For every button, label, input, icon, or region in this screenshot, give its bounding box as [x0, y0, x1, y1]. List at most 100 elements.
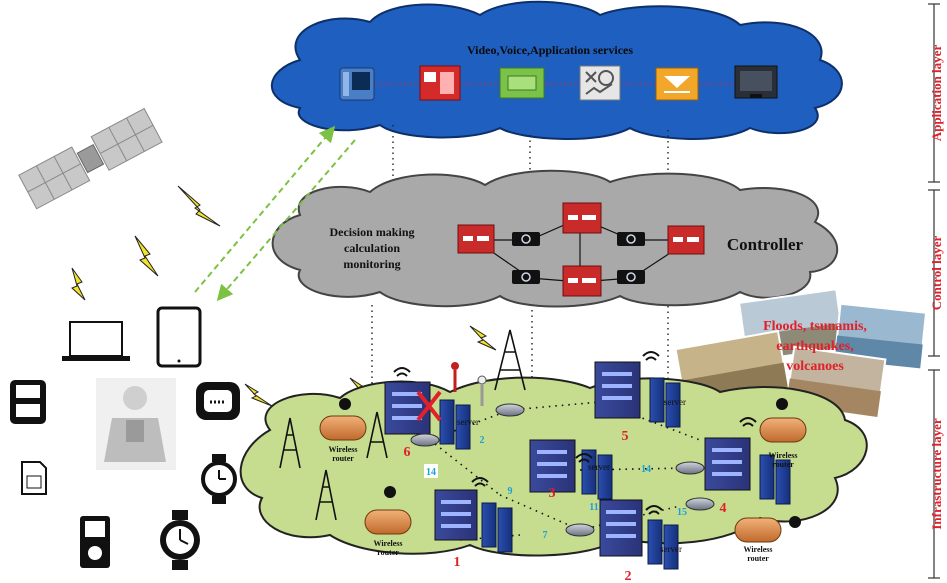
link-number-8: 9 [508, 486, 513, 497]
sim-card-icon [21, 461, 47, 495]
wrist-watch-icon [160, 510, 200, 570]
link-number-11: 14 [641, 464, 651, 475]
server-racks [439, 377, 791, 570]
controller-server-3 [667, 225, 705, 255]
region-number-5: 5 [622, 429, 629, 444]
server-rack-3 [649, 377, 681, 428]
controller-switch-2 [617, 232, 645, 246]
link-number-10: 11 [589, 502, 598, 513]
satellite-dashed-links [194, 125, 356, 302]
controller-server-1 [457, 224, 495, 254]
switch-1 [410, 433, 440, 447]
disaster-caption-1: Floods, tsunamis, [763, 319, 867, 334]
control-text-line-3: monitoring [343, 257, 400, 271]
wireless-router-4 [734, 516, 801, 543]
controller-server-4 [562, 265, 602, 297]
control-cloud-shape [271, 169, 839, 308]
link-number-14: 14 [426, 467, 436, 478]
building-2 [529, 439, 576, 493]
tablet-icon [156, 306, 202, 368]
controller-title: Controller [727, 235, 804, 254]
layer-labels: Application layer Control layer Infrastr… [929, 45, 944, 530]
wireless-router-3 [759, 398, 807, 443]
switch-5 [685, 497, 715, 511]
region-numbers: 1 2 3 4 5 6 [404, 429, 727, 583]
building-5 [434, 489, 478, 541]
disaster-caption-2: earthquakes, [776, 339, 853, 354]
building-icons [384, 361, 751, 557]
smart-watch-icon [201, 454, 237, 504]
disaster-caption-3: volcanoes [786, 359, 844, 374]
damage-x-icon [416, 390, 442, 422]
router-label-2a: Wireless [373, 539, 402, 548]
cell-tower-icons [279, 329, 526, 521]
region-number-1: 1 [454, 555, 461, 570]
server-rack-4 [759, 454, 791, 505]
handheld-game-icon [10, 380, 46, 424]
display-screen-icon [734, 65, 778, 99]
application-cloud-shape [270, 0, 843, 140]
wireless-routers [319, 398, 807, 543]
region-number-4: 4 [720, 501, 727, 516]
server-label-3: server [664, 397, 686, 407]
user-person-icon [96, 378, 176, 470]
laptop-icon [62, 321, 130, 361]
building-1 [384, 381, 431, 435]
switch-3 [675, 461, 705, 475]
server-labels: server server server server [457, 397, 686, 554]
application-cloud: Video,Voice,Application services [270, 0, 843, 140]
network-switches [410, 403, 715, 537]
wireless-router-2 [364, 486, 412, 535]
repair-workers-icon [451, 362, 487, 406]
server-label-2: server [588, 462, 610, 472]
server-rack-5 [481, 502, 513, 553]
router-label-1a: Wireless [328, 445, 357, 454]
wifi-icons [393, 351, 757, 515]
building-6 [599, 499, 643, 557]
router-label-1b: router [332, 454, 354, 463]
link-number-2: 2 [480, 435, 485, 446]
router-label-3b: router [772, 460, 794, 469]
link-number-15: 15 [677, 507, 687, 518]
server-label-4: server [660, 544, 682, 554]
application-cloud-title: Video,Voice,Application services [467, 43, 633, 57]
region-number-3: 3 [549, 486, 556, 501]
green-monitor-icon [499, 67, 545, 99]
controller-switch-1 [512, 232, 540, 246]
controller-server-2 [562, 202, 602, 234]
email-router-icon [655, 67, 699, 101]
region-number-2: 2 [625, 569, 632, 583]
server-label-1: server [457, 417, 479, 427]
switch-4 [565, 523, 595, 537]
router-label-2b: router [377, 548, 399, 557]
router-label-4b: router [747, 554, 769, 563]
media-player-icon [80, 516, 110, 568]
server-rack-6 [647, 519, 679, 570]
router-label-3a: Wireless [768, 451, 797, 460]
building-3 [594, 361, 641, 419]
server-rack-1 [439, 399, 471, 450]
control-layer-label: Control layer [929, 236, 944, 311]
router-label-4a: Wireless [743, 545, 772, 554]
red-server-appliance-icon [419, 65, 461, 101]
controller-switch-4 [617, 270, 645, 284]
control-cloud: Decision making calculation monitoring C… [271, 169, 839, 308]
region-number-6: 6 [404, 445, 411, 460]
switch-2 [495, 403, 525, 417]
control-text-line-1: Decision making [329, 225, 414, 239]
controller-switch-3 [512, 270, 540, 284]
building-4 [704, 437, 751, 491]
router-labels: Wireless router Wireless router Wireless… [328, 445, 797, 563]
infrastructure-layer-label: Infrastructure layer [929, 418, 944, 530]
video-phone-icon [339, 67, 375, 101]
application-layer-label: Application layer [929, 45, 944, 142]
control-text-line-2: calculation [344, 241, 400, 255]
smart-band-icon [196, 382, 240, 420]
satellite-icon [18, 107, 163, 210]
link-number-7: 7 [543, 530, 548, 541]
tools-analytics-icon [579, 65, 621, 101]
wireless-router-1 [319, 398, 367, 441]
layer-brackets [928, 3, 940, 579]
server-rack-2 [581, 449, 613, 500]
